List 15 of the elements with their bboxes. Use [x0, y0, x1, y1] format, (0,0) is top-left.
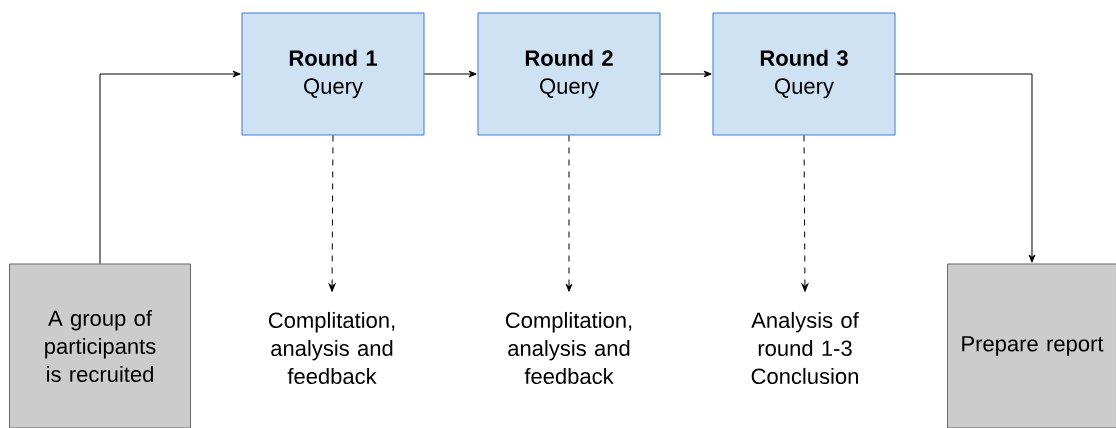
outcome-text: Complitation, analysis and feedback [505, 311, 632, 385]
dashed-arrow [565, 135, 573, 292]
process-box: A group of participants is recruited [9, 263, 191, 428]
arrow [660, 70, 712, 78]
round-box: Round 1 Query [241, 12, 425, 136]
outcome-text: Complitation, analysis and feedback [268, 311, 395, 385]
outcome-text: Analysis of round 1-3 Conclusion [751, 311, 859, 385]
round-box: Round 3 Query [712, 12, 896, 136]
arrow [895, 73, 1036, 263]
arrow [424, 70, 477, 78]
arrow [99, 70, 241, 264]
round-box: Round 2 Query [477, 12, 661, 136]
process-box: Prepare report [947, 263, 1116, 428]
dashed-arrow [801, 135, 809, 292]
dashed-arrow [328, 135, 336, 292]
